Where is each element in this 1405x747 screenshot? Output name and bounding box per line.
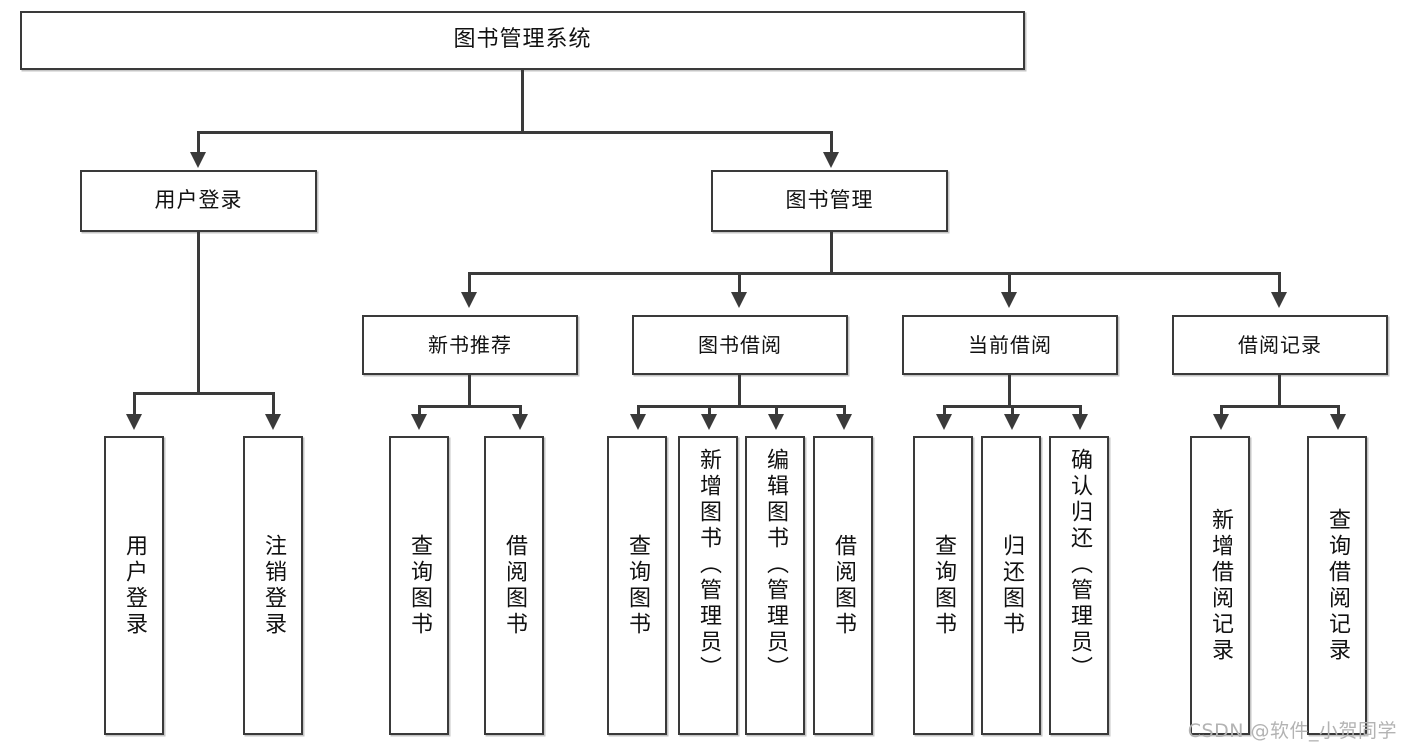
leaf-user-login-login[interactable]: 用户登录 — [104, 436, 164, 735]
node-label: 用户登录 — [122, 533, 147, 638]
arrowhead-bm-to-borrow-record — [1271, 292, 1287, 308]
node-current-borrow[interactable]: 当前借阅 — [902, 315, 1118, 375]
arrowhead-new-book-leaf-2 — [512, 414, 528, 430]
connector-borrow-record-bus — [1220, 405, 1337, 408]
connector-book-borrow-branch-1 — [637, 405, 640, 417]
node-label: 新书推荐 — [428, 333, 512, 357]
arrowhead-book-borrow-leaf-4 — [836, 414, 852, 430]
connector-new-book-bus — [418, 405, 519, 408]
connector-root-bus — [197, 131, 832, 134]
arrowhead-book-borrow-leaf-1 — [630, 414, 646, 430]
csdn-watermark: CSDN @软件_小贺同学 — [1187, 720, 1397, 742]
connector-root-stem — [521, 70, 524, 132]
connector-book-management-stem — [830, 232, 833, 273]
node-label: 查询图书 — [625, 533, 650, 638]
connector-root-to-user-login — [197, 131, 200, 155]
arrowhead-new-book-leaf-1 — [411, 414, 427, 430]
arrowhead-root-to-user-login — [190, 152, 206, 168]
node-label: 当前借阅 — [968, 333, 1052, 357]
arrowhead-book-borrow-leaf-3 — [768, 414, 784, 430]
connector-book-borrow-stem — [738, 375, 741, 406]
arrowhead-bm-to-book-borrow — [731, 292, 747, 308]
node-borrow-record[interactable]: 借阅记录 — [1172, 315, 1388, 375]
arrowhead-user-login-leaf-1 — [126, 414, 142, 430]
node-label: 查询图书 — [407, 533, 432, 638]
connector-book-borrow-branch-3 — [775, 405, 778, 417]
leaf-new-book-borrow-book[interactable]: 借阅图书 — [484, 436, 544, 735]
node-label: 借阅图书 — [831, 533, 856, 638]
arrowhead-borrow-record-leaf-2 — [1330, 414, 1346, 430]
node-label: 新增借阅记录 — [1208, 507, 1233, 664]
node-user-login[interactable]: 用户登录 — [80, 170, 317, 232]
leaf-current-borrow-confirm-return-admin[interactable]: 确认归还（管理员） — [1049, 436, 1109, 735]
connector-user-login-bus — [133, 392, 274, 395]
arrowhead-current-borrow-leaf-1 — [936, 414, 952, 430]
connector-current-borrow-stem — [1008, 375, 1011, 406]
connector-bm-branch-4 — [1278, 272, 1281, 294]
node-label: 图书管理系统 — [453, 27, 592, 53]
connector-new-book-stem — [468, 375, 471, 406]
connector-borrow-record-stem — [1278, 375, 1281, 406]
connector-borrow-record-branch-2 — [1337, 405, 1340, 417]
arrowhead-book-borrow-leaf-2 — [701, 414, 717, 430]
arrowhead-current-borrow-leaf-2 — [1004, 414, 1020, 430]
connector-current-borrow-branch-2 — [1011, 405, 1014, 417]
connector-new-book-branch-2 — [519, 405, 522, 417]
connector-current-borrow-branch-1 — [943, 405, 946, 417]
node-root-book-management-system[interactable]: 图书管理系统 — [20, 11, 1025, 70]
node-book-management[interactable]: 图书管理 — [711, 170, 948, 232]
connector-new-book-branch-1 — [418, 405, 421, 417]
arrowhead-root-to-book-management — [823, 152, 839, 168]
connector-bm-branch-1 — [468, 272, 471, 294]
connector-book-borrow-bus — [637, 405, 844, 408]
connector-bm-branch-2 — [738, 272, 741, 294]
leaf-user-login-logout[interactable]: 注销登录 — [243, 436, 303, 735]
connector-current-borrow-branch-3 — [1079, 405, 1082, 417]
node-label: 借阅记录 — [1238, 333, 1322, 357]
arrowhead-borrow-record-leaf-1 — [1213, 414, 1229, 430]
node-label: 编辑图书（管理员） — [763, 448, 788, 682]
connector-bm-branch-3 — [1008, 272, 1011, 294]
node-book-borrow[interactable]: 图书借阅 — [632, 315, 848, 375]
arrowhead-current-borrow-leaf-3 — [1072, 414, 1088, 430]
node-label: 借阅图书 — [502, 533, 527, 638]
leaf-book-borrow-edit-book-admin[interactable]: 编辑图书（管理员） — [745, 436, 805, 735]
connector-user-login-branch-2 — [272, 392, 275, 417]
node-label: 查询借阅记录 — [1325, 507, 1350, 664]
node-label: 用户登录 — [154, 188, 243, 213]
leaf-borrow-record-add-record[interactable]: 新增借阅记录 — [1190, 436, 1250, 735]
leaf-new-book-query-book[interactable]: 查询图书 — [389, 436, 449, 735]
node-label: 图书借阅 — [698, 333, 782, 357]
leaf-current-borrow-return-book[interactable]: 归还图书 — [981, 436, 1041, 735]
node-new-book-recommend[interactable]: 新书推荐 — [362, 315, 578, 375]
connector-user-login-branch-1 — [133, 392, 136, 417]
connector-book-borrow-branch-4 — [843, 405, 846, 417]
leaf-borrow-record-query-record[interactable]: 查询借阅记录 — [1307, 436, 1367, 735]
node-label: 确认归还（管理员） — [1067, 448, 1092, 682]
node-label: 归还图书 — [999, 533, 1024, 638]
leaf-book-borrow-query-book[interactable]: 查询图书 — [607, 436, 667, 735]
connector-user-login-stem — [197, 232, 200, 393]
connector-borrow-record-branch-1 — [1220, 405, 1223, 417]
arrowhead-bm-to-current-borrow — [1001, 292, 1017, 308]
arrowhead-user-login-leaf-2 — [265, 414, 281, 430]
leaf-book-borrow-borrow-book[interactable]: 借阅图书 — [813, 436, 873, 735]
node-label: 查询图书 — [931, 533, 956, 638]
connector-book-borrow-branch-2 — [708, 405, 711, 417]
leaf-current-borrow-query-book[interactable]: 查询图书 — [913, 436, 973, 735]
arrowhead-bm-to-new-book — [461, 292, 477, 308]
connector-root-to-book-management — [830, 131, 833, 155]
leaf-book-borrow-add-book-admin[interactable]: 新增图书（管理员） — [678, 436, 738, 735]
node-label: 新增图书（管理员） — [696, 448, 721, 682]
node-label: 图书管理 — [785, 188, 874, 213]
connector-book-management-bus — [468, 272, 1280, 275]
node-label: 注销登录 — [261, 533, 286, 638]
